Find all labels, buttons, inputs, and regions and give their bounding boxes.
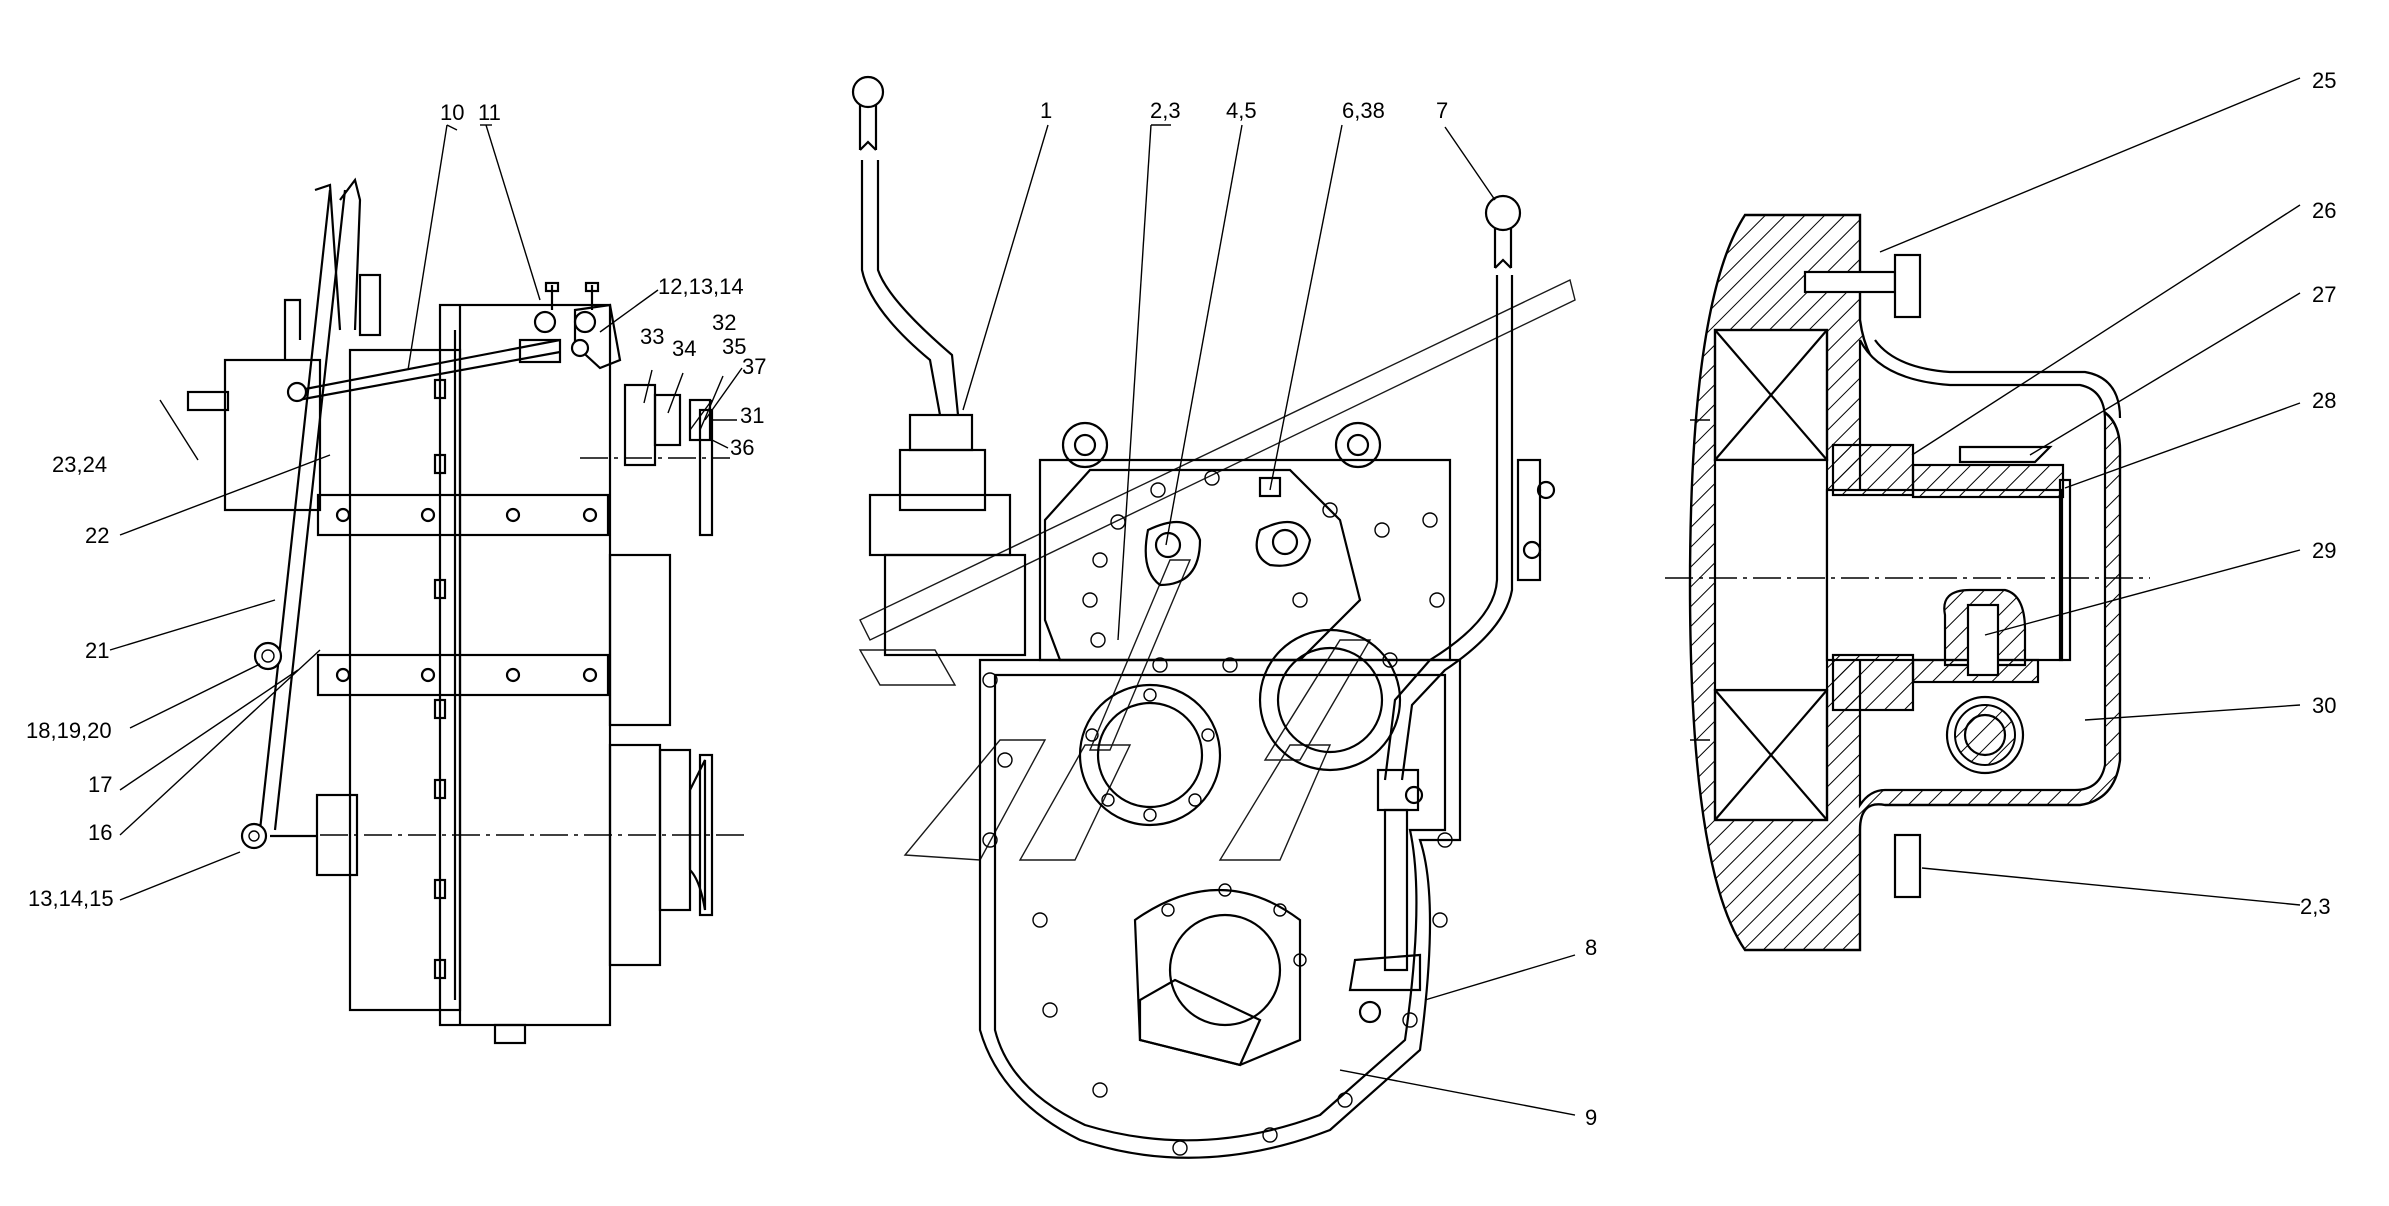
callout-18-19-20: 18,19,20 <box>26 718 112 743</box>
bore-right <box>1258 628 1402 772</box>
side-view-leaders <box>109 124 743 901</box>
callout-2-3: 2,3 <box>1150 98 1181 123</box>
callout-labels: 10 11 12,13,14 33 34 32 35 37 31 36 23,2… <box>26 68 2336 1130</box>
top-bolt <box>1893 253 1922 319</box>
callout-21: 21 <box>85 638 109 663</box>
callout-22: 22 <box>85 523 109 548</box>
callout-1: 1 <box>1040 98 1052 123</box>
callout-37: 37 <box>742 354 766 379</box>
control-box <box>223 358 322 512</box>
callout-12-13-14: 12,13,14 <box>658 274 744 299</box>
lower-bore-flange <box>1133 888 1302 1067</box>
callout-36: 36 <box>730 435 754 460</box>
section-view <box>1665 213 2150 952</box>
callout-33: 33 <box>640 324 664 349</box>
lower-strap <box>316 653 610 697</box>
lever-knob-7 <box>1484 194 1522 232</box>
callout-35: 35 <box>722 334 746 359</box>
callout-30: 30 <box>2312 693 2336 718</box>
upper-strap <box>316 493 610 537</box>
callout-17: 17 <box>88 772 112 797</box>
callout-4-5: 4,5 <box>1226 98 1257 123</box>
background-chevrons <box>858 278 1576 861</box>
callout-28: 28 <box>2312 388 2336 413</box>
callout-10: 10 <box>440 100 464 125</box>
callout-29: 29 <box>2312 538 2336 563</box>
callout-26: 26 <box>2312 198 2336 223</box>
lever-knob-1 <box>851 75 885 109</box>
front-view <box>851 75 1576 1159</box>
long-lever <box>258 189 332 831</box>
side-boss <box>608 553 672 727</box>
callout-6-38: 6,38 <box>1342 98 1385 123</box>
drain-plug <box>493 1023 527 1045</box>
lower-boss <box>608 743 662 967</box>
housing-bolts <box>433 378 447 980</box>
callout-11: 11 <box>478 100 501 125</box>
callout-25: 25 <box>2312 68 2336 93</box>
upper-body <box>1038 458 1452 662</box>
callout-7: 7 <box>1436 98 1448 123</box>
front-cover <box>348 348 462 1012</box>
lower-gear <box>1945 695 2025 775</box>
callout-16: 16 <box>88 820 112 845</box>
callout-13-14-15: 13,14,15 <box>28 886 114 911</box>
front-bolts <box>982 470 1453 1156</box>
callout-31: 31 <box>740 403 764 428</box>
side-view <box>186 177 745 1045</box>
callout-23-24: 23,24 <box>52 452 107 477</box>
section-view-leaders <box>1879 77 2301 906</box>
callout-34: 34 <box>672 336 696 361</box>
callout-8: 8 <box>1585 935 1597 960</box>
callout-9: 9 <box>1585 1105 1597 1130</box>
lower-casing <box>978 658 1462 1159</box>
bottom-bolt <box>1893 833 1922 899</box>
callout-32: 32 <box>712 310 736 335</box>
upper-link-rod <box>299 338 561 392</box>
strap-bolts <box>335 507 598 683</box>
front-view-leaders <box>962 124 1576 1116</box>
cover-plate <box>1043 468 1362 662</box>
callout-27: 27 <box>2312 282 2336 307</box>
main-housing <box>438 303 612 1027</box>
callout-2-3-right: 2,3 <box>2300 894 2331 919</box>
